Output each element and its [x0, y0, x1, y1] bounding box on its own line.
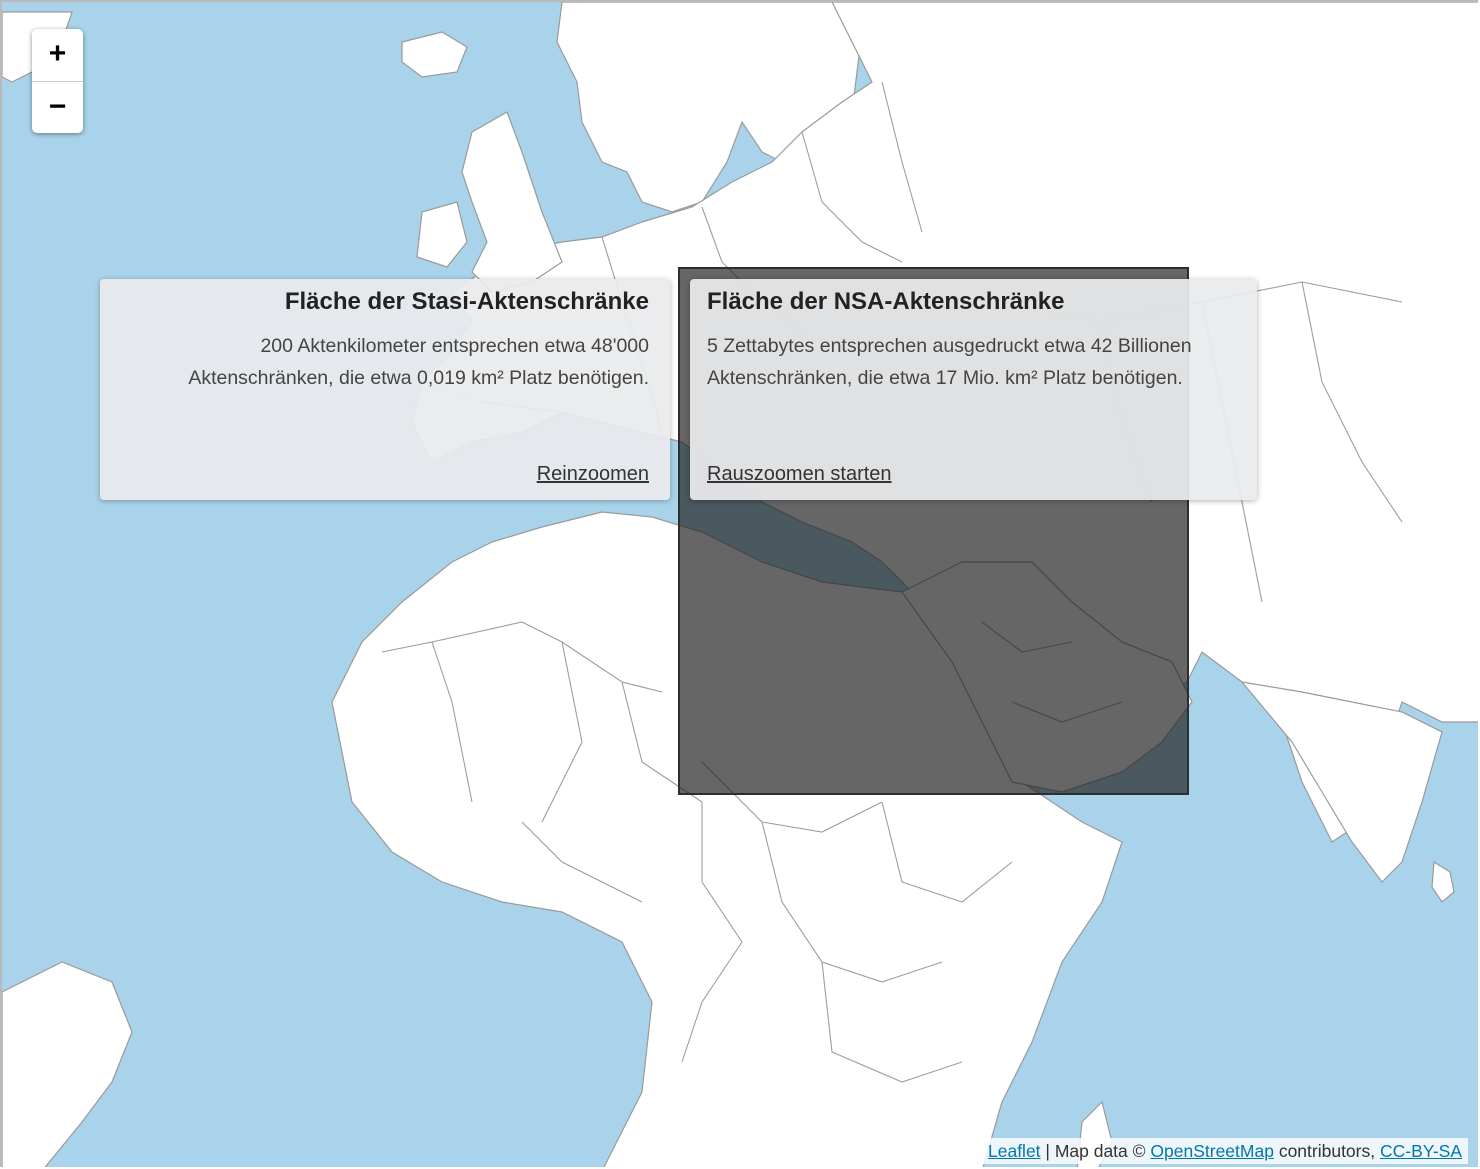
- zoom-in-link[interactable]: Reinzoomen: [536, 463, 649, 485]
- nsa-panel-title: Fläche der NSA-Aktenschränke: [707, 288, 1065, 315]
- zoom-in-button[interactable]: +: [32, 29, 83, 82]
- attribution-separator: | Map data ©: [1040, 1141, 1151, 1161]
- ireland-landmass: [416, 201, 468, 268]
- great-britain-landmass: [461, 111, 563, 293]
- openstreetmap-link[interactable]: OpenStreetMap: [1150, 1141, 1274, 1161]
- stasi-panel-body: 200 Aktenkilometer entsprechen etwa 48'0…: [188, 335, 649, 389]
- stasi-panel-title: Fläche der Stasi-Aktenschränke: [284, 288, 649, 315]
- africa-borders: [381, 621, 1013, 1083]
- south-america-landmass: [2, 961, 133, 1167]
- iceland-landmass: [401, 31, 468, 78]
- nsa-info-panel: Fläche der NSA-Aktenschränke 5 Zettabyte…: [690, 279, 1257, 500]
- zoom-out-button[interactable]: −: [48, 90, 67, 123]
- sri-lanka-landmass: [1431, 860, 1455, 903]
- license-link[interactable]: CC-BY-SA: [1379, 1141, 1462, 1161]
- zoom-out-start-link[interactable]: Rauszoomen starten: [707, 463, 892, 485]
- attribution-contributors: contributors,: [1273, 1141, 1380, 1161]
- india-landmass: [1240, 681, 1443, 883]
- leaflet-link[interactable]: Leaflet: [988, 1141, 1041, 1161]
- zoom-control: + −: [32, 29, 83, 133]
- nsa-panel-body: 5 Zettabytes entsprechen ausgedruckt etw…: [707, 335, 1192, 389]
- map-attribution: Leaflet | Map data © OpenStreetMap contr…: [982, 1138, 1468, 1164]
- stasi-info-panel: Fläche der Stasi-Aktenschränke 200 Akten…: [100, 279, 670, 500]
